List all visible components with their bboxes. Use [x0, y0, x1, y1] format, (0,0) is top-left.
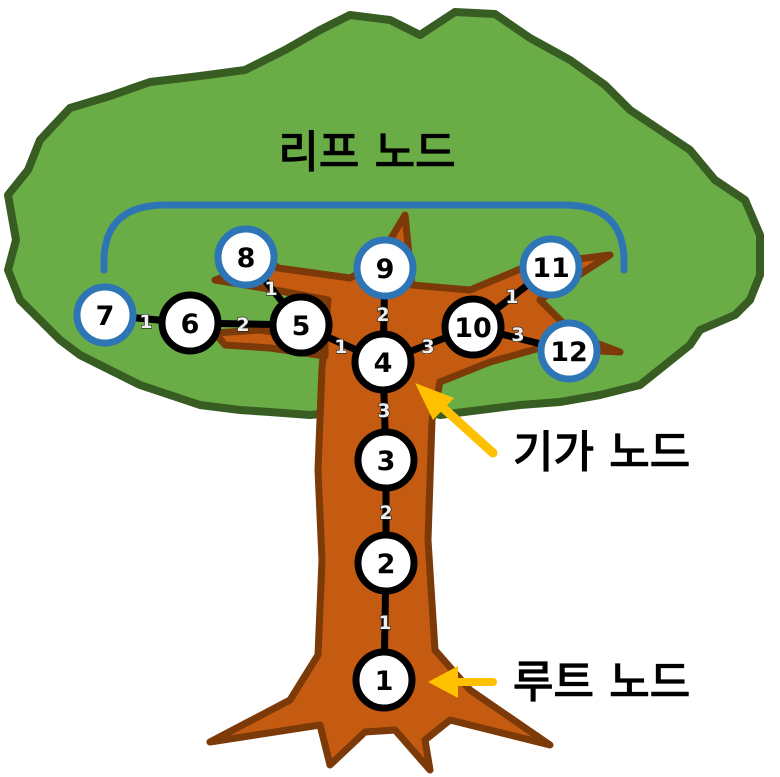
- edge-weight-3-4: 3: [377, 400, 390, 422]
- edge-weight-4-10: 3: [421, 336, 434, 358]
- internal-nodes-label: 기가 노드: [513, 427, 690, 478]
- node-label: 4: [374, 348, 393, 379]
- node-7: 7: [73, 283, 137, 347]
- edge-weight-10-12: 3: [511, 324, 524, 346]
- node-11: 11: [519, 235, 583, 299]
- root-arrow: [428, 666, 497, 698]
- node-12: 12: [537, 319, 601, 383]
- edge-weight-4-5: 1: [334, 336, 347, 358]
- leaf-node-circle: [519, 235, 583, 299]
- node-label: 2: [377, 549, 396, 580]
- node-label: 5: [292, 311, 311, 342]
- node-2: 2: [354, 531, 418, 595]
- node-circle: [158, 291, 222, 355]
- node-label: 8: [237, 243, 256, 274]
- edge-weight-4-9: 2: [376, 304, 389, 326]
- root-node-label: 루트 노드: [513, 657, 690, 708]
- edge-weight-1-2: 1: [378, 612, 391, 634]
- leaf-node-circle: [537, 319, 601, 383]
- node-9: 9: [353, 236, 417, 300]
- node-label: 7: [96, 301, 115, 332]
- edge-weight-6-7: 1: [139, 311, 152, 333]
- node-10: 10: [441, 295, 505, 359]
- leaf-nodes-label: 리프 노드: [278, 127, 455, 178]
- node-circle: [354, 531, 418, 595]
- node-6: 6: [158, 291, 222, 355]
- leaf-node-circle: [73, 283, 137, 347]
- node-4: 4: [351, 330, 415, 394]
- edge-weight-5-8: 1: [264, 278, 277, 300]
- node-circle: [351, 330, 415, 394]
- node-label: 11: [532, 253, 570, 284]
- node-circle: [441, 295, 505, 359]
- node-5: 5: [269, 293, 333, 357]
- node-circle: [352, 648, 416, 712]
- node-label: 6: [181, 309, 200, 340]
- node-circle: [354, 428, 418, 492]
- leaf-node-circle: [214, 225, 278, 289]
- node-circle: [269, 293, 333, 357]
- edge-weight-2-3: 2: [379, 502, 392, 524]
- node-label: 12: [550, 337, 588, 368]
- node-label: 1: [375, 666, 394, 697]
- node-1: 1: [352, 648, 416, 712]
- node-label: 9: [376, 254, 395, 285]
- edge-weight-5-6: 2: [236, 314, 249, 336]
- node-label: 10: [454, 313, 492, 344]
- node-8: 8: [214, 225, 278, 289]
- internal-arrow: [415, 383, 498, 458]
- leaf-node-circle: [353, 236, 417, 300]
- node-label: 3: [377, 446, 396, 477]
- leaf-bracket: [100, 201, 628, 274]
- edge-weight-10-11: 1: [505, 286, 518, 308]
- node-3: 3: [354, 428, 418, 492]
